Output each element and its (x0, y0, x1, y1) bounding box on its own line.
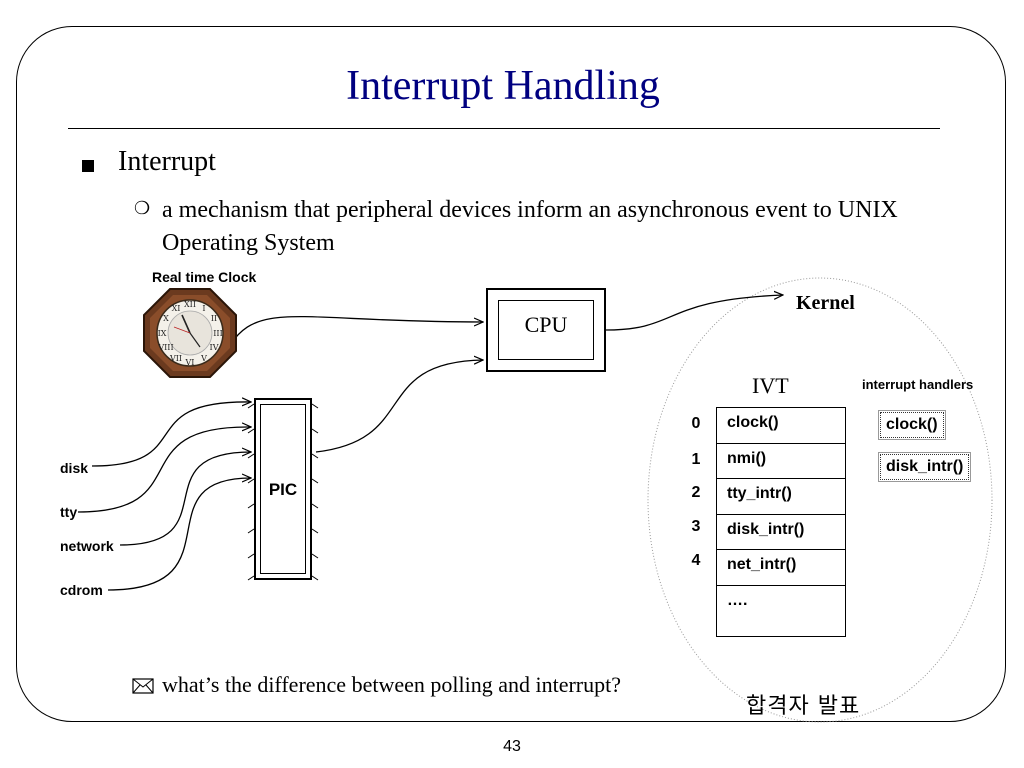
svg-text:XI: XI (172, 304, 181, 313)
ivt-entry: …. (727, 591, 748, 609)
kernel-label: Kernel (796, 292, 855, 314)
device-network: network (60, 538, 114, 554)
svg-text:I: I (202, 304, 205, 313)
cdrom-to-pic-arrow (107, 478, 251, 591)
network-to-pic-arrow (119, 452, 251, 546)
svg-text:XII: XII (184, 300, 196, 309)
ivt-entry: tty_intr() (717, 479, 845, 515)
ivt-index: 2 (691, 484, 701, 501)
svg-text:II: II (211, 314, 217, 323)
handler-clock-label: clock() (880, 412, 944, 438)
tty-to-pic-arrow (77, 427, 251, 513)
svg-text:V: V (200, 354, 207, 363)
ivt-table: clock() nmi() tty_intr() disk_intr() net… (716, 407, 846, 637)
handler-disk-intr-label: disk_intr() (880, 454, 970, 480)
square-bullet-icon (82, 160, 94, 172)
bullet-interrupt: Interrupt (118, 146, 216, 177)
cpu-label: CPU (524, 312, 568, 337)
pic-pins (247, 403, 319, 581)
pic-box: PIC (254, 398, 312, 580)
ivt-entry: disk_intr() (717, 515, 845, 550)
device-tty: tty (60, 504, 78, 520)
clock-label: Real time Clock (152, 269, 257, 285)
cpu-to-kernel-arrow (605, 295, 783, 331)
kernel-boundary (647, 277, 993, 723)
cpu-box: CPU (486, 288, 606, 372)
ivt-index: 0 (691, 415, 701, 432)
footer-korean: 합격자 발표 (746, 694, 861, 719)
handler-clock: clock() (878, 410, 946, 440)
clock-to-cpu-arrow (229, 316, 483, 346)
ivt-entry: nmi() (717, 444, 845, 479)
handlers-label: interrupt handlers (862, 377, 974, 392)
svg-text:IX: IX (158, 329, 167, 338)
device-cdrom: cdrom (60, 582, 103, 598)
device-disk: disk (60, 460, 89, 476)
svg-text:VI: VI (185, 358, 195, 367)
bullet-definition: a mechanism that peripheral devices info… (162, 197, 898, 256)
circle-bullet-icon: ❍ (134, 198, 151, 219)
disk-to-pic-arrow (91, 402, 251, 467)
svg-text:VII: VII (169, 354, 182, 363)
slide-frame (16, 26, 1006, 722)
ivt-index: 3 (691, 518, 701, 535)
svg-text:VIII: VIII (157, 343, 173, 352)
page-number: 43 (503, 738, 521, 755)
pic-to-cpu-arrow (315, 360, 483, 453)
ivt-entry: clock() (717, 408, 845, 444)
envelope-bullet-icon (132, 678, 154, 694)
svg-text:III: III (213, 329, 222, 338)
svg-text:X: X (163, 314, 169, 323)
handler-disk-intr: disk_intr() (878, 452, 972, 482)
slide-title: Interrupt Handling (346, 63, 660, 109)
pic-label: PIC (268, 480, 298, 499)
title-divider (68, 128, 940, 129)
ivt-index: 4 (691, 552, 701, 569)
ivt-label: IVT (752, 373, 789, 398)
ivt-entry: net_intr() (717, 550, 845, 586)
svg-text:IV: IV (210, 343, 219, 352)
question-text: what’s the difference between polling an… (162, 672, 621, 697)
ivt-index: 1 (691, 451, 701, 468)
